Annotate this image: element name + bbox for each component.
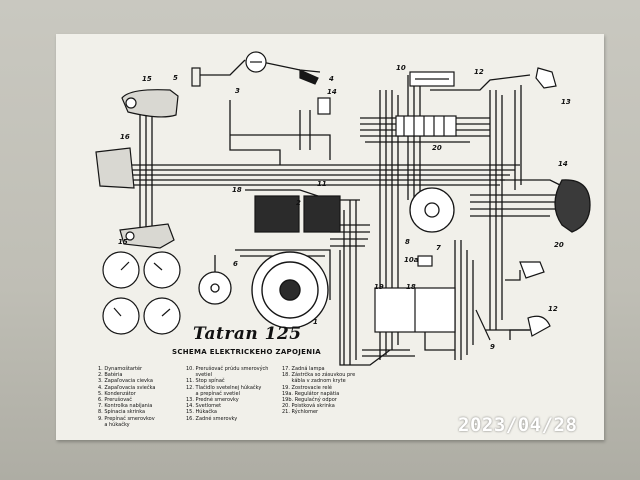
label-17: 16 <box>120 133 130 141</box>
legend-item: 17. Zadná lampa <box>282 366 325 372</box>
label-9: 9 <box>490 343 495 351</box>
label-14: 14 <box>558 160 568 168</box>
label-2: 2 <box>296 199 301 207</box>
label-6: 6 <box>233 260 238 268</box>
diagram-title: SCHEMA ELEKTRICKEHO ZAPOJENIA <box>172 348 321 356</box>
label-20: 20 <box>432 144 442 152</box>
photo-date-stamp: 2023/04/28 <box>458 414 578 436</box>
legend-item: 21. Rýchlomer <box>282 409 319 416</box>
label-5: 5 <box>173 74 178 82</box>
label-12-top: 12 <box>474 68 484 76</box>
label-16-top: 15 <box>142 75 152 83</box>
legend-item: 6. Prerušovač <box>98 397 132 404</box>
label-10a: 10a <box>404 256 419 264</box>
label-11: 11 <box>317 180 327 188</box>
tatran-logo: Tatran 125 <box>193 324 302 344</box>
legend-item: 12. Tlačidlo svetelnej húkačky a prepína… <box>186 384 262 397</box>
legend-item: 15. Húkačka <box>186 409 217 416</box>
legend-item: 9. Prepínač smerovkov a húkačky <box>98 415 155 428</box>
legend-item: 8. Spínacia skrinka <box>98 409 146 416</box>
legend-item: 19. Zostrovacie relé <box>282 384 332 391</box>
legend-item: 11. Stop spínač <box>186 378 225 385</box>
label-10: 10 <box>396 64 406 72</box>
label-4: 4 <box>329 75 334 83</box>
label-12-bottom: 12 <box>548 305 558 313</box>
legend-item: 2. Batéria <box>98 372 123 379</box>
legend-item: 5. Kondenzátor <box>98 390 136 397</box>
label-19: 19 <box>374 283 384 291</box>
label-16-bottom: 15 <box>118 238 128 246</box>
label-3: 3 <box>235 87 240 95</box>
label-21: 20 <box>554 241 564 249</box>
label-7: 7 <box>436 244 441 252</box>
label-1: 1 <box>313 318 318 326</box>
legend-item: 1. Dynamoštartér <box>98 366 143 372</box>
legend-item: 19b. Regulačný odpor <box>282 397 337 404</box>
legend-item: 20. Poistková skrinka <box>282 403 335 410</box>
legend-item: 7. Kontrolka nabíjania <box>98 403 153 410</box>
legend-item: 18. Zástrčka so zásuvkou pre kábla v zad… <box>282 372 356 385</box>
legend-item: 16. Zadné smerovky <box>186 415 238 422</box>
label-8: 8 <box>405 238 410 246</box>
legend-item: 4. Zapaľovacia sviečka <box>98 384 156 391</box>
legend-item: 3. Zapaľovacia cievka <box>98 378 153 385</box>
legend-item: 14. Svetlomet <box>186 403 222 410</box>
legend-item: 13. Predné smerovky <box>186 397 239 404</box>
legend-item: 19a. Regulátor napätia <box>282 390 340 397</box>
label-18: 18 <box>232 186 242 194</box>
label-15: 14 <box>327 88 337 96</box>
label-13-top: 13 <box>561 98 571 106</box>
legend-item: 10. Prerušovač prúdu smerových svetiel <box>186 366 269 379</box>
label-19a: 18 <box>406 283 416 291</box>
